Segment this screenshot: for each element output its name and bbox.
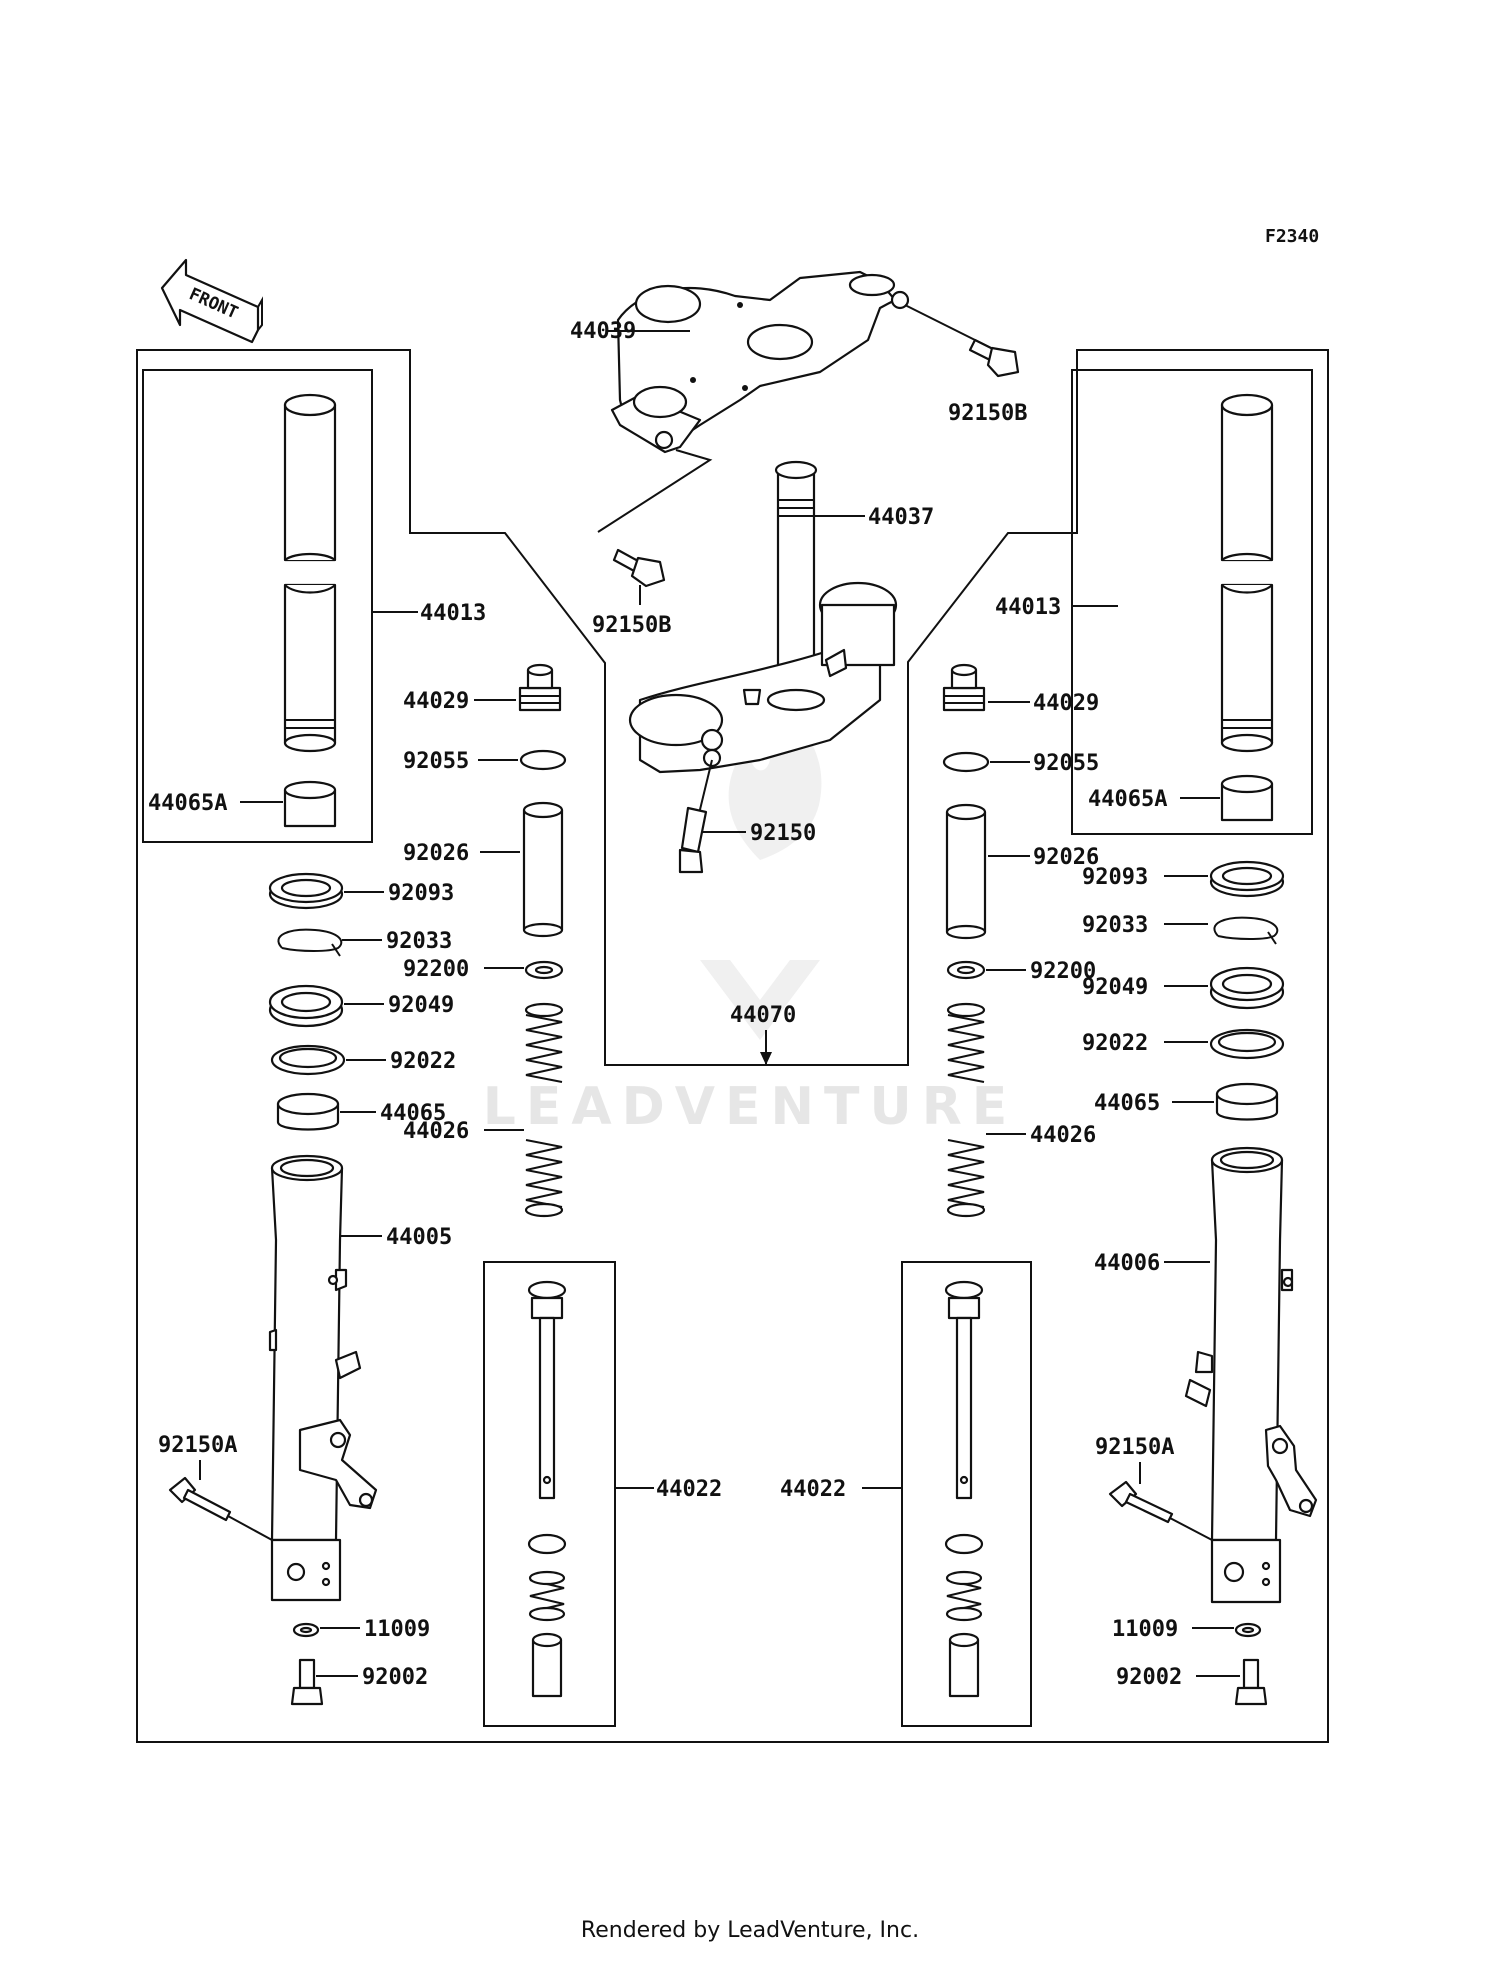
oil-seal-92049-right <box>1209 966 1285 1010</box>
part-label-92150A-right: 92150A <box>1095 1435 1174 1460</box>
bushing-44065-left <box>276 1092 340 1131</box>
diagram-code: F2340 <box>1265 226 1319 247</box>
upper-bracket-44039 <box>610 270 910 454</box>
bushing-44065-right <box>1215 1082 1279 1121</box>
washer-11009-left <box>292 1622 320 1638</box>
part-label-44070: 44070 <box>730 1003 796 1028</box>
part-label-44026-left: 44026 <box>403 1119 469 1144</box>
part-label-92026-right: 92026 <box>1033 845 1099 870</box>
part-label-44065A-left: 44065A <box>148 791 227 816</box>
part-label-11009-left: 11009 <box>364 1617 430 1642</box>
part-label-44022-left: 44022 <box>656 1477 722 1502</box>
spring-44026-right <box>946 1002 986 1218</box>
bolt-92150 <box>678 759 713 874</box>
part-label-92150A-left: 92150A <box>158 1433 237 1458</box>
part-label-92150: 92150 <box>750 821 816 846</box>
part-label-92033-left: 92033 <box>386 929 452 954</box>
cap-bolt-44029-right <box>942 663 986 712</box>
bolt-92002-left <box>290 1658 324 1706</box>
part-label-44022-right: 44022 <box>780 1477 846 1502</box>
footer-credit: Rendered by LeadVenture, Inc. <box>580 1918 920 1943</box>
outer-tube-44005-left <box>268 1154 378 1602</box>
steering-stem-44037 <box>628 460 898 774</box>
washer-92200-left <box>524 960 564 980</box>
part-label-44037: 44037 <box>868 505 934 530</box>
part-label-92049-right: 92049 <box>1082 975 1148 1000</box>
part-label-92200-left: 92200 <box>403 957 469 982</box>
part-label-92033-right: 92033 <box>1082 913 1148 938</box>
part-label-92055-right: 92055 <box>1033 751 1099 776</box>
bushing-44065A-left <box>283 780 337 828</box>
ring-92033-right <box>1213 916 1279 945</box>
kit-outline-44070 <box>136 349 1329 1743</box>
washer-92200-right <box>946 960 986 980</box>
part-label-11009-right: 11009 <box>1112 1617 1178 1642</box>
part-label-92026-left: 92026 <box>403 841 469 866</box>
part-label-44039: 44039 <box>570 319 636 344</box>
part-label-44065A-right: 44065A <box>1088 787 1167 812</box>
part-label-92049-left: 92049 <box>388 993 454 1018</box>
inner-tube-44013-right <box>1220 393 1274 753</box>
part-label-92093-left: 92093 <box>388 881 454 906</box>
oil-seal-92049-left <box>268 984 344 1028</box>
ring-92033-left <box>277 928 343 957</box>
bolt-92002-right <box>1234 1658 1268 1706</box>
part-label-92150B-middle: 92150B <box>592 613 671 638</box>
bolt-92150B-middle <box>612 548 666 588</box>
box-44022-left <box>483 1261 616 1727</box>
front-arrow: FRONT <box>160 258 263 344</box>
part-label-92022-left: 92022 <box>390 1049 456 1074</box>
part-label-92002-left: 92002 <box>362 1665 428 1690</box>
cap-bolt-44029-left <box>518 663 562 712</box>
box-44013-right <box>1071 369 1313 835</box>
bolt-92150B-upper <box>904 304 1020 378</box>
dust-seal-92093-right <box>1209 860 1285 898</box>
box-44022-right <box>901 1261 1032 1727</box>
part-label-92200-right: 92200 <box>1030 959 1096 984</box>
part-label-44026-right: 44026 <box>1030 1123 1096 1148</box>
washer-92022-left <box>270 1044 346 1076</box>
bolt-92150A-right <box>1108 1480 1213 1541</box>
box-44013-left <box>142 369 373 843</box>
bushing-44065A-right <box>1220 774 1274 822</box>
part-label-92093-right: 92093 <box>1082 865 1148 890</box>
collar-92026-right <box>945 803 987 940</box>
o-ring-92055-left <box>519 749 567 771</box>
part-label-92002-right: 92002 <box>1116 1665 1182 1690</box>
part-label-44029-right: 44029 <box>1033 691 1099 716</box>
part-label-44013-left: 44013 <box>420 601 486 626</box>
leader-92150B-middle <box>597 449 713 533</box>
part-label-44005: 44005 <box>386 1225 452 1250</box>
part-label-92055-left: 92055 <box>403 749 469 774</box>
bolt-92150A-left <box>168 1476 273 1541</box>
part-label-92022-right: 92022 <box>1082 1031 1148 1056</box>
o-ring-92055-right <box>942 751 990 773</box>
part-label-44013-right: 44013 <box>995 595 1061 620</box>
outer-tube-44006-right <box>1184 1146 1318 1604</box>
washer-92022-right <box>1209 1028 1285 1060</box>
dust-seal-92093-left <box>268 872 344 910</box>
spring-44026-left <box>524 1002 564 1218</box>
watermark-text: LEADVENTURE <box>483 1077 1018 1137</box>
part-label-44065-right: 44065 <box>1094 1091 1160 1116</box>
part-label-44006: 44006 <box>1094 1251 1160 1276</box>
inner-tube-44013-left <box>283 393 337 753</box>
part-label-44065-left: 44065 <box>380 1101 446 1126</box>
washer-11009-right <box>1234 1622 1262 1638</box>
part-label-92150B-upper: 92150B <box>948 401 1027 426</box>
collar-92026-left <box>522 801 564 938</box>
damper-rod-44022-left <box>527 1280 567 1698</box>
damper-rod-44022-right <box>944 1280 984 1698</box>
watermark-logo: LEADVENTURE <box>483 670 1018 1137</box>
part-label-44029-left: 44029 <box>403 689 469 714</box>
